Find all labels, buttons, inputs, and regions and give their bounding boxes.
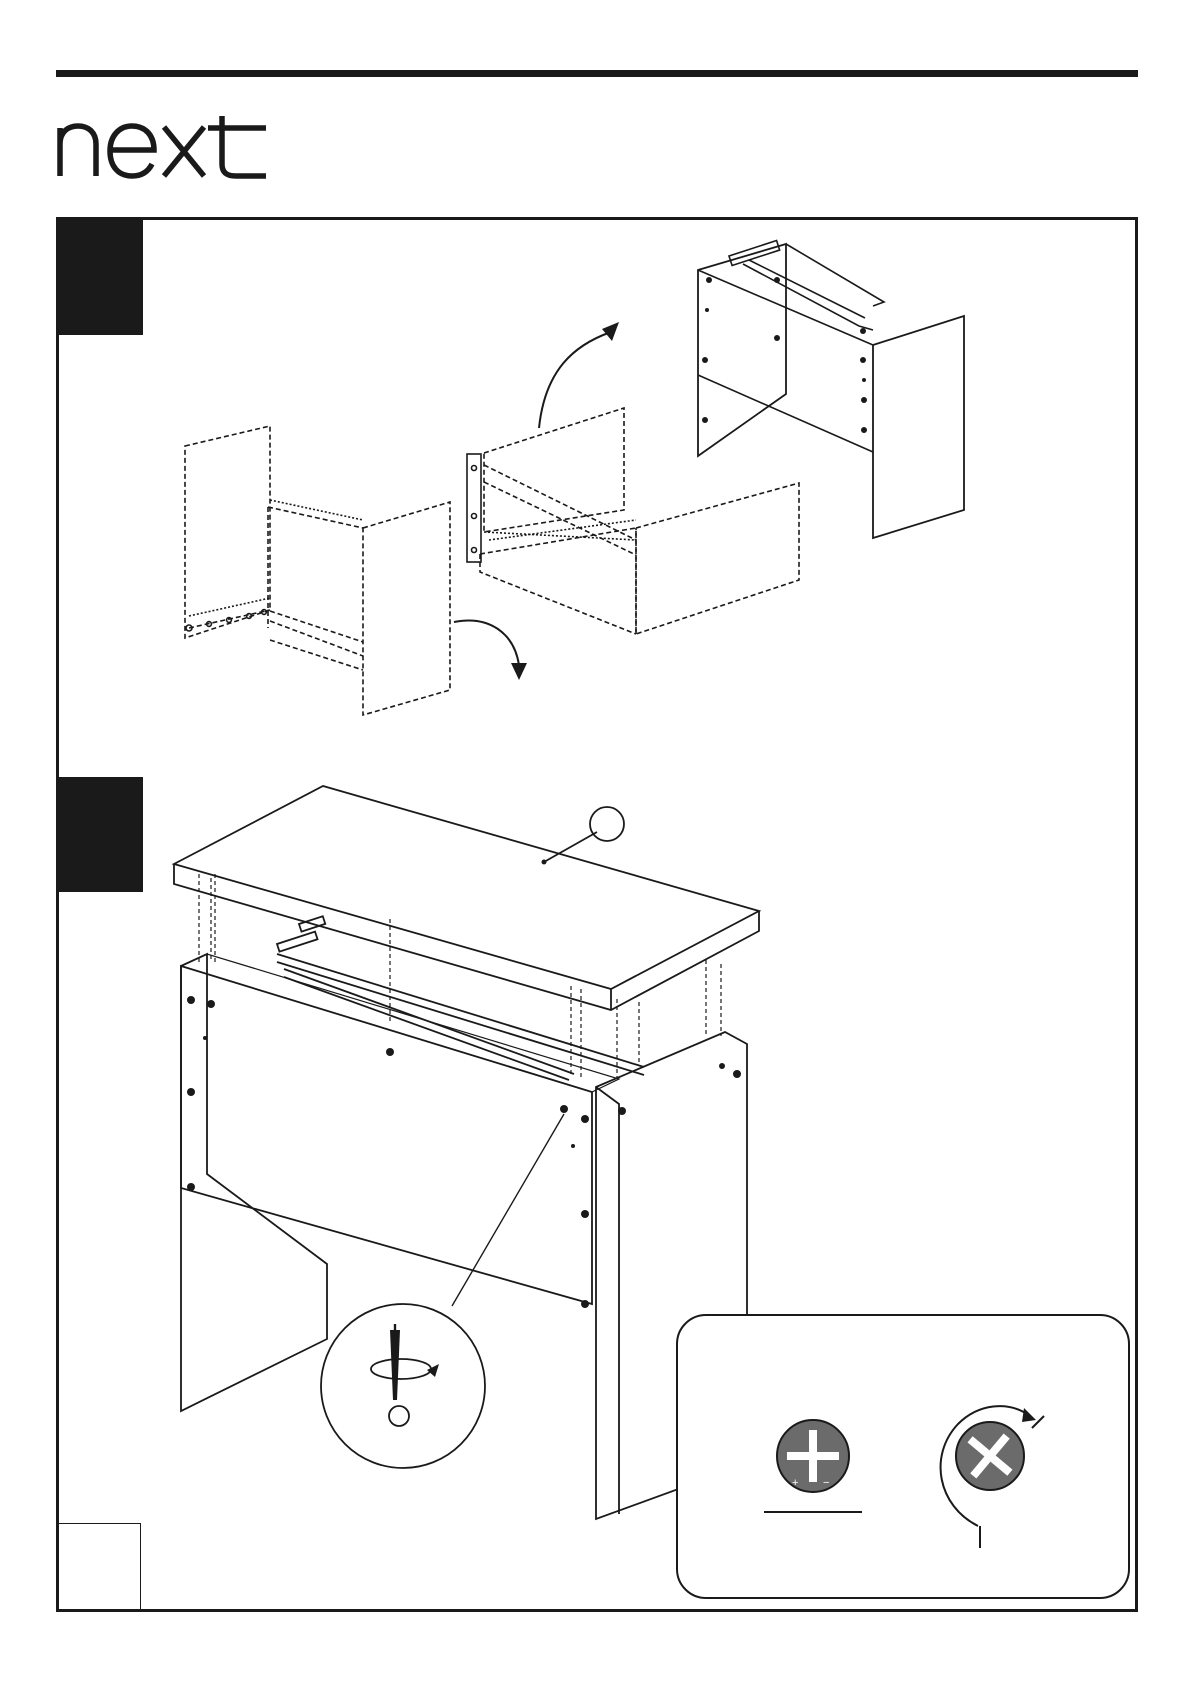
screw-tightening-callout: + − [676,1314,1130,1599]
next-logo [56,114,271,182]
tightening-guide-illustration: + − [678,1316,1128,1597]
svg-text:−: − [823,1477,829,1489]
brand-logo [56,114,271,182]
part-label-circle [590,807,624,841]
header-rule [56,70,1138,77]
step-panel-2: + − [56,774,1138,1612]
exploded-assembly-illustration [59,220,1135,774]
svg-text:+: + [792,1477,798,1489]
cross-head-screw-icon: + − [764,1420,862,1512]
tool-required-box [59,1523,141,1609]
over-tighten-warning-icon [941,1406,1044,1548]
step-panel-1 [56,217,1138,777]
